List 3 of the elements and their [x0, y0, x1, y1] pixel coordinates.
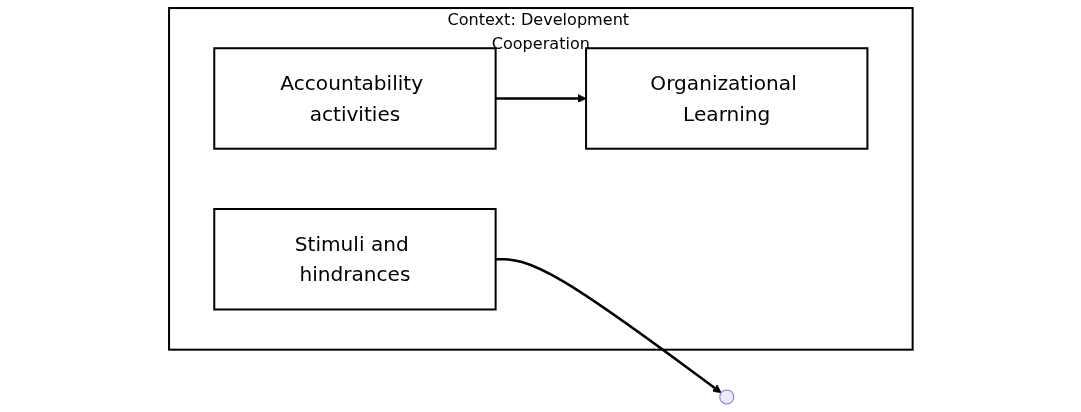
arrow — [495, 258, 722, 394]
node-box: Organizational Learning — [584, 47, 869, 150]
node-box: Stimuli and hindrances — [212, 208, 497, 311]
